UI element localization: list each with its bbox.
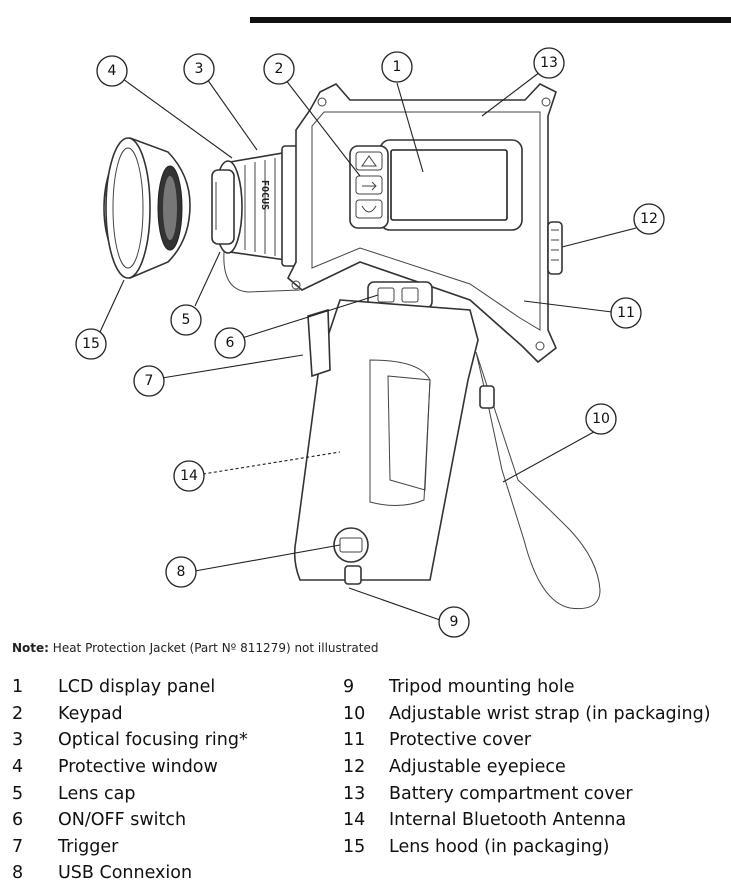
svg-text:8: 8 — [177, 564, 186, 580]
callout-5: 5 — [170, 304, 202, 336]
callout-2: 2 — [263, 53, 295, 85]
callout-6: 6 — [214, 327, 246, 359]
callout-10: 10 — [585, 403, 617, 435]
callout-3: 3 — [183, 53, 215, 85]
wrist-strap — [475, 351, 601, 610]
svg-text:3: 3 — [195, 61, 204, 77]
callout-13: 13 — [533, 47, 565, 79]
svg-text:4: 4 — [108, 63, 117, 79]
callout-7: 7 — [133, 365, 165, 397]
svg-text:10: 10 — [592, 411, 610, 427]
note-body: Heat Protection Jacket (Part Nº 811279) … — [52, 641, 379, 655]
callout-4: 4 — [96, 55, 128, 87]
callout-1: 1 — [381, 51, 413, 83]
camera-body — [287, 83, 563, 364]
callout-15: 15 — [75, 328, 107, 360]
lens-hood — [103, 137, 191, 279]
leader-lines — [99, 71, 637, 621]
svg-text:2: 2 — [275, 61, 284, 77]
svg-text:14: 14 — [180, 468, 198, 484]
svg-text:6: 6 — [226, 335, 235, 351]
svg-text:7: 7 — [145, 373, 154, 389]
svg-text:11: 11 — [617, 305, 635, 321]
callout-14: 14 — [173, 460, 205, 492]
callout-11: 11 — [610, 297, 642, 329]
note-label: Note: — [12, 641, 49, 655]
callout-12: 12 — [633, 203, 665, 235]
svg-text:5: 5 — [182, 312, 191, 328]
callout-8: 8 — [165, 556, 197, 588]
device-diagram: FOCUS — [75, 47, 665, 638]
header-rule — [250, 17, 731, 23]
note-text: Note: Heat Protection Jacket (Part Nº 81… — [12, 641, 378, 655]
focus-ring-label: FOCUS — [259, 180, 270, 210]
svg-text:9: 9 — [450, 614, 459, 630]
callout-9: 9 — [438, 606, 470, 638]
svg-text:12: 12 — [640, 211, 658, 227]
svg-text:15: 15 — [82, 336, 100, 352]
camera-handle — [293, 299, 479, 585]
svg-text:13: 13 — [540, 55, 558, 71]
lens-assembly: FOCUS — [211, 145, 303, 293]
svg-text:1: 1 — [393, 59, 402, 75]
